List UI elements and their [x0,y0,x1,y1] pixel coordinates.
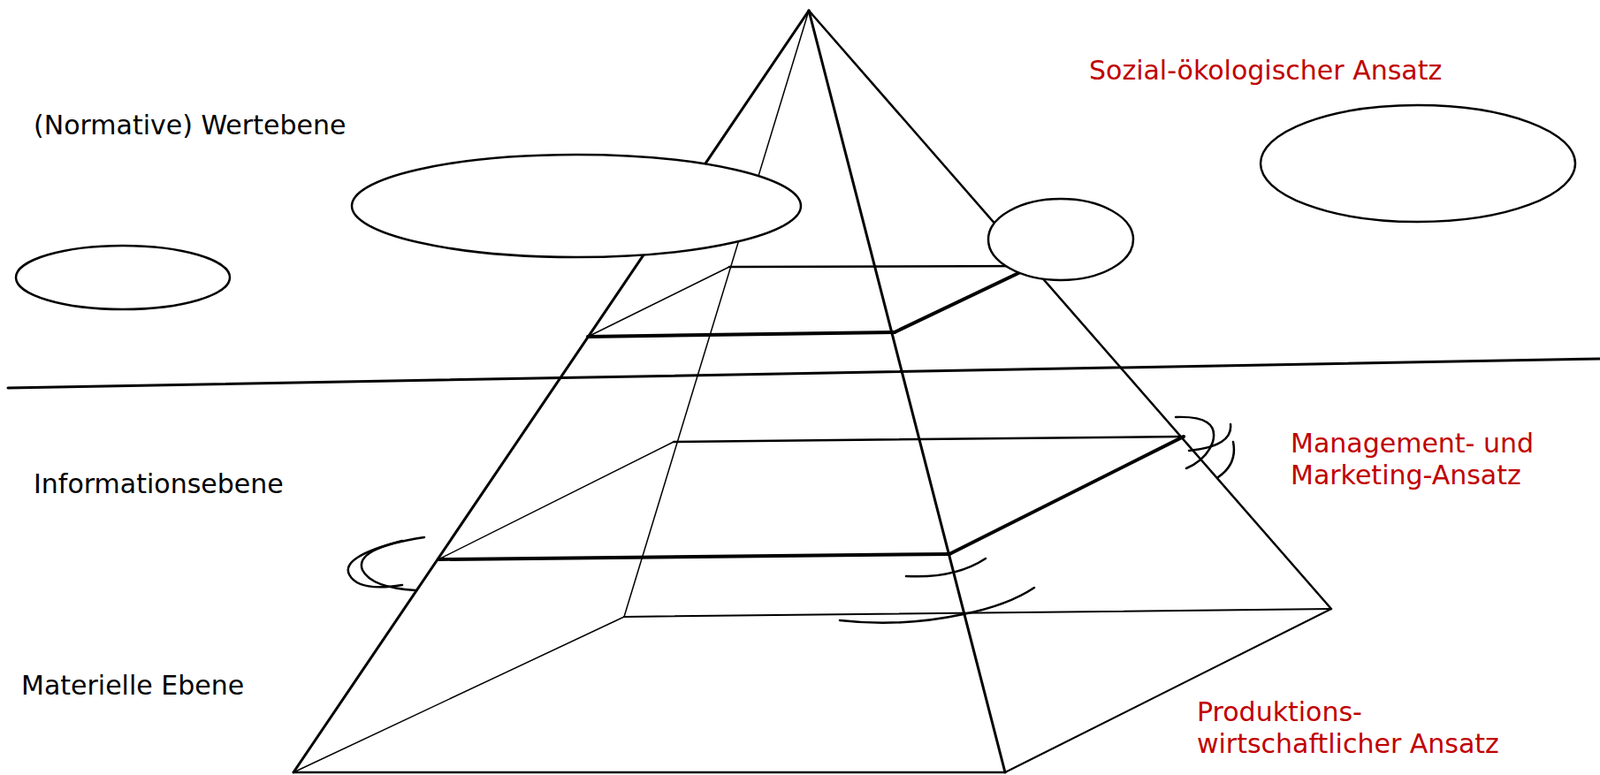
label-text: Produktions- wirtschaftlicher Ansatz [1196,696,1551,761]
label-text: Sozial-ökologischer Ansatz [1089,54,1585,87]
label-text: Informationsebene [33,468,388,501]
layer-edge [949,436,1184,555]
right-edge [808,10,1332,610]
layer-label: Informationsebene [33,468,388,501]
label-text: Management- und Marketing-Ansatz [1290,427,1592,492]
rotation-arc [1218,441,1235,478]
layer-edge [673,436,1184,442]
label-text: Materielle Ebene [21,670,375,702]
layer-edge [729,266,1034,267]
label-text: (Normative) Wertebene [33,109,405,142]
layer-label: Materielle Ebene [21,670,375,702]
layer-label: (Normative) Wertebene [33,109,405,142]
rotation-arc [361,537,425,591]
base-edge [293,771,1006,775]
horizon-line [7,358,1600,389]
clouds [15,105,1576,310]
pyramid [7,10,1600,773]
layer-edge [894,266,1034,333]
layer-label: Produktions- wirtschaftlicher Ansatz [1196,696,1551,761]
cloud [351,154,801,258]
back-edge [624,10,809,618]
rotation-arcs [348,417,1235,624]
rotation-arc [906,558,986,577]
rotation-arc [1188,424,1231,451]
layer-label: Sozial-ökologischer Ansatz [1089,54,1585,87]
rotation-arc [348,540,403,587]
front-left-edge [293,10,809,773]
cloud [1260,105,1576,222]
layer-label: Management- und Marketing-Ansatz [1290,427,1592,492]
rotation-arc [1175,417,1214,469]
base-edge [293,617,625,773]
layer-edge [438,554,950,560]
front-edge [808,10,1006,773]
cloud [15,245,230,310]
layer-edge [438,441,674,560]
layer-edge [587,266,730,337]
rotation-arc [839,587,1035,624]
cloud [988,198,1134,281]
layer-edge [587,332,895,337]
